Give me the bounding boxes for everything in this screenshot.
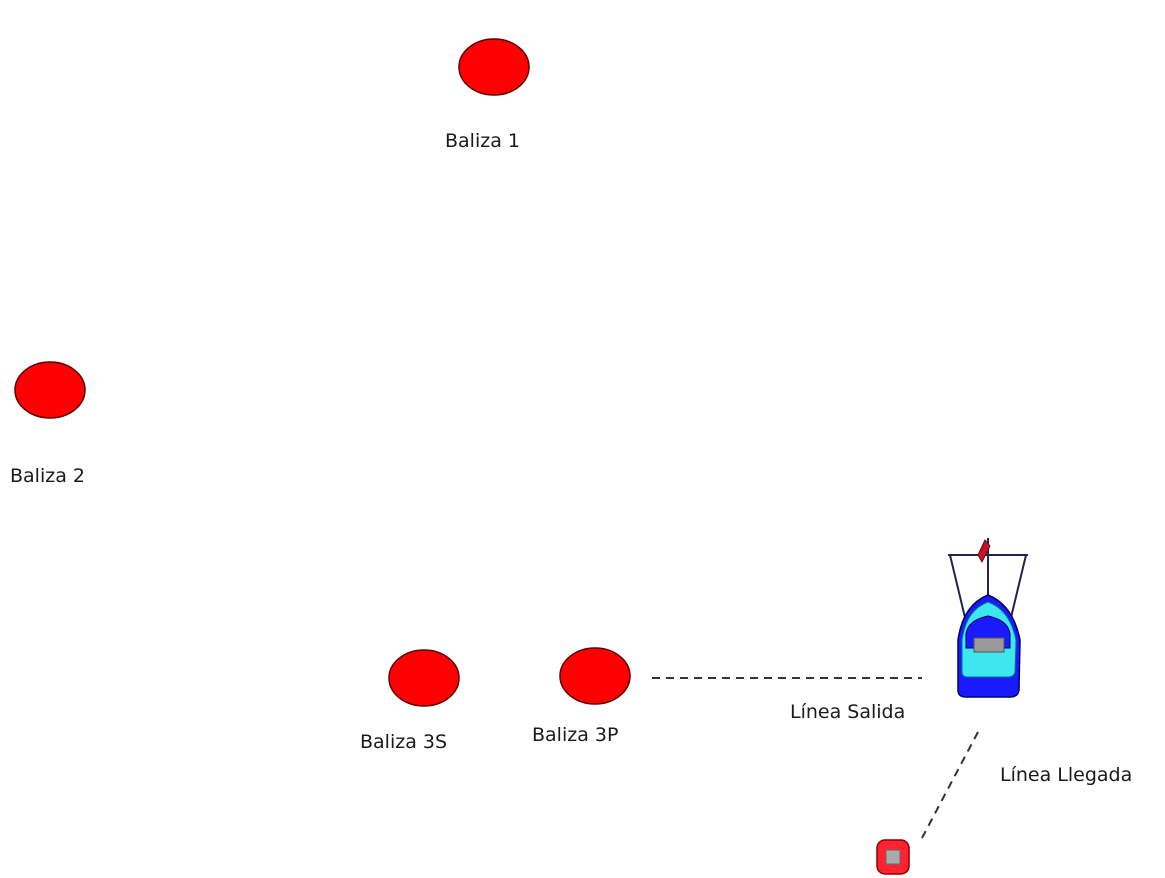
finish-line-label: Línea Llegada (1000, 764, 1133, 786)
start-line-label: Línea Salida (790, 701, 906, 723)
baliza-1-buoy (458, 38, 530, 96)
baliza-3s-buoy (388, 649, 460, 707)
baliza-1-label: Baliza 1 (445, 130, 520, 152)
finish-buoy-icon (876, 839, 910, 875)
baliza-3s-label: Baliza 3S (360, 731, 448, 753)
baliza-2-label: Baliza 2 (10, 465, 85, 487)
baliza-2-buoy (14, 361, 86, 419)
finish-line (921, 731, 979, 839)
committee-boat-icon (948, 538, 1028, 698)
baliza-3p-buoy (559, 647, 631, 705)
baliza-3p-label: Baliza 3P (532, 724, 619, 746)
